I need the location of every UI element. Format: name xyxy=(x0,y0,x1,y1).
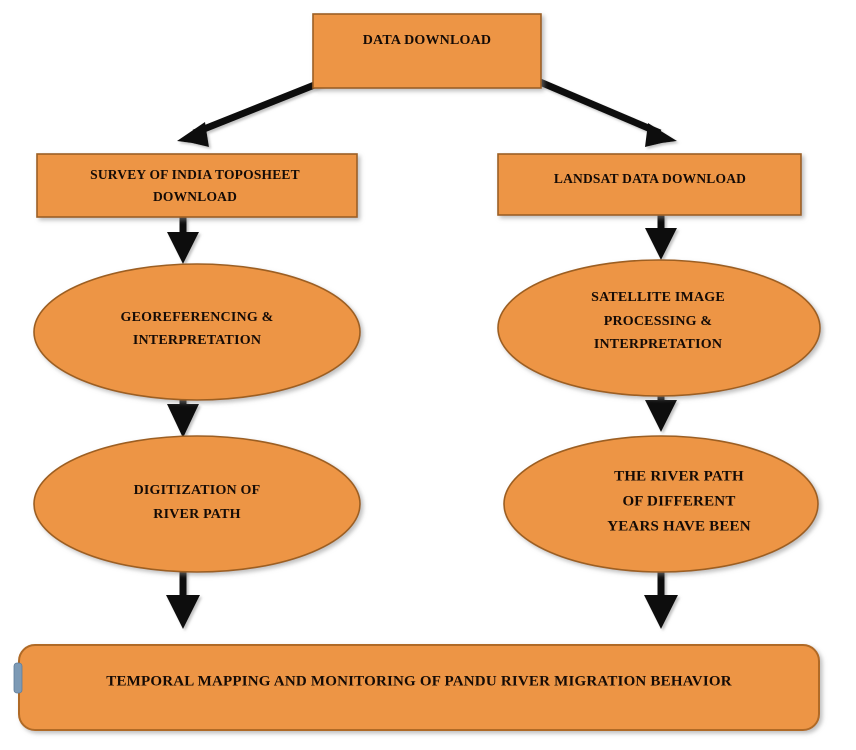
connector-riverpath-to-temporal xyxy=(644,571,678,629)
connector-data-download-to-landsat xyxy=(538,78,677,147)
node-temporal-mapping[interactable]: TEMPORAL MAPPING AND MONITORING OF PANDU… xyxy=(13,644,820,731)
node-toposheet-download-line-2: DOWNLOAD xyxy=(153,189,237,204)
node-data-download-line-1: DATA DOWNLOAD xyxy=(363,33,491,48)
node-river-path-years-line-1: THE RIVER PATH xyxy=(614,468,744,484)
node-digitization-line-2: RIVER PATH xyxy=(153,507,240,522)
node-satellite-processing-line-3: INTERPRETATION xyxy=(594,337,722,352)
node-landsat-download-line-1: LANDSAT DATA DOWNLOAD xyxy=(554,171,746,186)
node-toposheet-download[interactable]: SURVEY OF INDIA TOPOSHEET DOWNLOAD xyxy=(36,153,358,218)
connector-georeferencing-to-digitization xyxy=(167,399,199,438)
node-satellite-processing[interactable]: SATELLITE IMAGE PROCESSING & INTERPRETAT… xyxy=(497,259,821,397)
node-river-path-years-line-3: YEARS HAVE BEEN xyxy=(607,518,751,534)
node-digitization[interactable]: DIGITIZATION OF RIVER PATH xyxy=(33,435,361,573)
node-georeferencing[interactable]: GEOREFERENCING & INTERPRETATION xyxy=(33,263,361,401)
node-georeferencing-line-1: GEOREFERENCING & xyxy=(121,310,274,325)
node-digitization-line-1: DIGITIZATION OF xyxy=(134,483,261,498)
node-satellite-processing-line-2: PROCESSING & xyxy=(604,314,713,329)
connector-satellite-to-riverpath xyxy=(645,396,677,432)
node-data-download[interactable]: DATA DOWNLOAD xyxy=(312,13,542,89)
connector-digitization-to-temporal xyxy=(166,570,200,629)
node-landsat-download[interactable]: LANDSAT DATA DOWNLOAD xyxy=(497,153,802,216)
connector-data-download-to-toposheet xyxy=(177,78,324,147)
connector-toposheet-to-georeferencing xyxy=(167,217,199,264)
node-river-path-years-line-2: OF DIFFERENT xyxy=(622,493,735,509)
node-georeferencing-line-2: INTERPRETATION xyxy=(133,333,261,348)
node-temporal-mapping-line-1: TEMPORAL MAPPING AND MONITORING OF PANDU… xyxy=(106,673,732,689)
node-river-path-years[interactable]: THE RIVER PATH OF DIFFERENT YEARS HAVE B… xyxy=(503,435,819,573)
node-toposheet-download-line-1: SURVEY OF INDIA TOPOSHEET xyxy=(90,167,300,182)
node-satellite-processing-line-1: SATELLITE IMAGE xyxy=(591,290,725,305)
connector-landsat-to-satellite xyxy=(645,215,677,260)
selection-handle-left[interactable] xyxy=(13,662,23,694)
